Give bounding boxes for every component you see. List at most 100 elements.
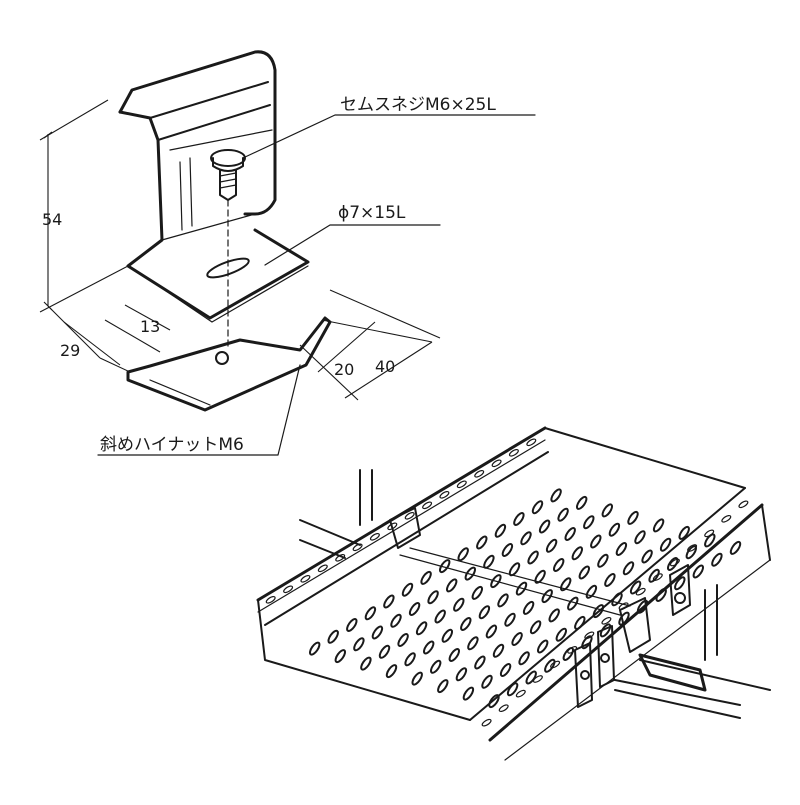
dim-height: 54	[42, 210, 62, 229]
tray-slot	[478, 605, 491, 620]
cable-tray-illustration	[256, 426, 771, 761]
tray-slot	[704, 533, 716, 548]
tray-slot	[397, 633, 409, 647]
tray-slot	[592, 604, 605, 619]
tray-slot	[415, 621, 428, 636]
tray-slot	[562, 647, 575, 661]
rail-slot	[687, 544, 698, 552]
foot-slot	[206, 257, 250, 279]
tray-slot	[327, 629, 339, 644]
tray-slot	[378, 644, 391, 659]
rail-slot	[635, 587, 646, 596]
tray-slot	[488, 694, 500, 709]
rail-slot	[481, 718, 492, 727]
sems-screw	[210, 149, 246, 351]
tray-slot	[485, 624, 498, 639]
tray-slot	[636, 599, 649, 614]
dim-slot-width: 20	[334, 360, 354, 379]
tray-slot	[501, 543, 514, 557]
tray-slot	[346, 618, 358, 632]
tray-slot	[499, 663, 512, 677]
tray-slot	[622, 561, 635, 576]
tray-slot	[634, 530, 646, 545]
tray-slot	[404, 652, 416, 667]
tray-slot	[659, 537, 672, 552]
tray-slot	[590, 534, 602, 549]
rail-slot	[491, 459, 502, 468]
tray-slot	[555, 627, 568, 642]
tray-slot	[648, 568, 660, 583]
tray-slot	[559, 577, 572, 592]
tray-slot	[729, 540, 742, 555]
rail-slot	[515, 689, 526, 698]
tray-slot	[692, 564, 705, 579]
rail-slot	[508, 448, 519, 457]
tray-slot	[711, 552, 723, 567]
tray-slot	[552, 558, 565, 572]
tray-slot	[652, 518, 665, 533]
tray-slot	[441, 628, 454, 643]
tray-slot	[583, 515, 595, 530]
tray-slot	[597, 553, 609, 568]
tray-slot	[522, 600, 535, 615]
rail-slot	[456, 480, 467, 489]
tray-slot	[437, 679, 449, 694]
screw-leader	[242, 114, 536, 159]
tray-slot	[611, 592, 623, 607]
rail-slot	[567, 646, 578, 654]
tray-slot	[460, 617, 472, 631]
tray-slot	[411, 671, 423, 686]
tray-slot	[420, 570, 432, 585]
tray-slot	[531, 500, 544, 515]
tray-slot	[571, 546, 584, 561]
tray-slot	[527, 550, 539, 565]
dim-offset: 13	[140, 317, 160, 336]
tray-slot	[483, 554, 495, 569]
rail-slot	[265, 595, 276, 604]
rail-slot	[300, 574, 311, 583]
tray-slot	[360, 656, 372, 671]
tray-slot	[627, 510, 639, 525]
hole-label: ϕ7×15L	[338, 203, 406, 223]
tray-slot	[422, 640, 435, 655]
tray-slot	[655, 588, 667, 602]
tray-slot	[457, 547, 469, 562]
tray-slot	[476, 535, 488, 550]
tray-slot	[471, 585, 484, 600]
tray-slot	[427, 590, 439, 605]
tray-slot	[557, 507, 569, 522]
tray-slot	[578, 565, 591, 580]
dim-depth: 29	[60, 341, 80, 360]
tray-slot	[615, 542, 628, 556]
tray-slot	[520, 531, 532, 546]
dimension-lines	[39, 99, 441, 401]
screw-label: セムスネジM6×25L	[340, 95, 496, 115]
tray-slot	[618, 611, 630, 626]
tray-slot	[401, 582, 414, 597]
rail-slot	[584, 631, 595, 640]
rail-slot	[439, 490, 450, 499]
tray-slot	[490, 574, 502, 589]
tray-slot	[550, 488, 562, 503]
tray-slot	[567, 596, 579, 611]
rail-slot	[550, 660, 561, 669]
tray-slot	[383, 594, 395, 609]
rail-slot	[532, 675, 543, 683]
tray-slot	[536, 639, 549, 654]
tray-slot	[544, 658, 556, 673]
rail-slot	[369, 532, 380, 541]
tray-slot	[408, 602, 421, 616]
tray-slot	[364, 606, 377, 621]
tray-slot	[434, 609, 446, 624]
tray-slot	[641, 549, 653, 564]
tray-slot	[334, 649, 347, 664]
tray-slot	[429, 659, 442, 674]
tray-slot	[513, 512, 525, 526]
tray-slot	[492, 643, 505, 658]
tray-slot	[685, 545, 698, 560]
rail-slot	[422, 501, 433, 510]
nut-label: 斜めハイナットM6	[100, 435, 244, 455]
rail-slot	[652, 573, 663, 581]
tray-slot	[538, 519, 551, 534]
tray-slot	[585, 584, 598, 599]
